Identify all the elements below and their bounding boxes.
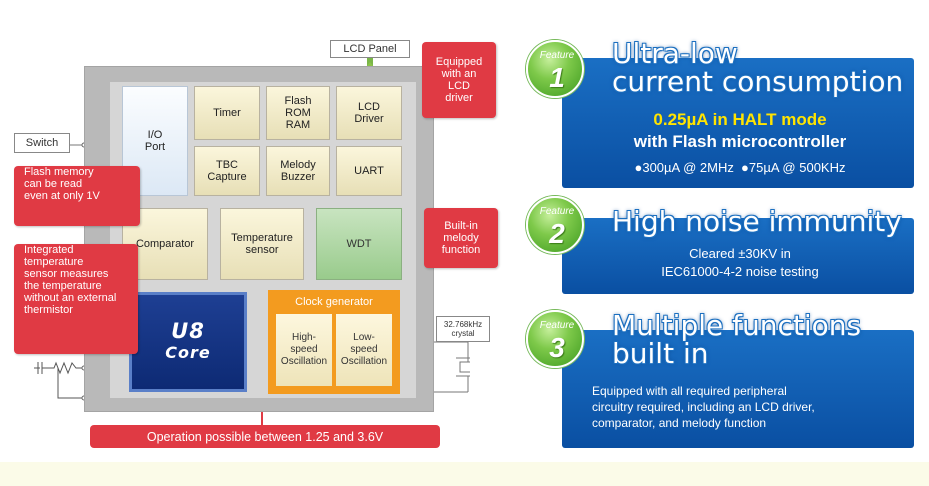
operating-voltage-banner: Operation possible between 1.25 and 3.6V xyxy=(90,425,440,448)
feature-1-word: Feature xyxy=(539,50,575,61)
feature-3-title-line1: Multiple functions xyxy=(612,309,862,342)
feature-2-panel xyxy=(562,218,914,294)
feature-1-subtitle: with Flash microcontroller xyxy=(633,132,847,151)
feature-3-badge xyxy=(526,310,584,368)
feature-3-line1: Equipped with all required peripheral xyxy=(592,384,787,398)
feature-1-title-line1: Ultra-low xyxy=(612,37,738,70)
feature-3-panel xyxy=(562,330,914,448)
feature-1-badge xyxy=(526,40,584,98)
feature-3-title-line2: built in xyxy=(612,337,709,370)
timer-block: Timer xyxy=(194,86,260,140)
lcd-panel-label: LCD Panel xyxy=(330,40,410,58)
feature-2-title: High noise immunity xyxy=(612,205,902,238)
feature-2-word: Feature xyxy=(539,206,575,217)
feature-2-number: 2 xyxy=(549,218,565,249)
feature-3-number: 3 xyxy=(549,332,565,363)
feature-1-title-line2: current consumption xyxy=(612,65,904,98)
switch-label: Switch xyxy=(14,133,70,153)
feature-2-line1: Cleared ±30KV in xyxy=(689,246,791,261)
feature-2-badge xyxy=(526,196,584,254)
feature-1-highlight: 0.25µA in HALT mode xyxy=(653,110,827,129)
feature-1-detail: ●300µA @ 2MHz ●75µA @ 500KHz xyxy=(634,160,846,175)
clock-generator-title: Clock generator xyxy=(295,296,373,308)
feature-3-line2: circuitry required, including an LCD dri… xyxy=(592,400,815,414)
feature-2-line2: IEC61000-4-2 noise testing xyxy=(661,264,819,279)
feature-3-word: Feature xyxy=(539,320,575,331)
uart-block: UART xyxy=(336,146,402,196)
bottom-strip xyxy=(0,462,929,486)
feature-1-panel xyxy=(562,58,914,188)
feature-3-line3: comparator, and melody function xyxy=(592,416,767,430)
wdt-block: WDT xyxy=(316,208,402,280)
feature-1-number: 1 xyxy=(549,62,565,93)
